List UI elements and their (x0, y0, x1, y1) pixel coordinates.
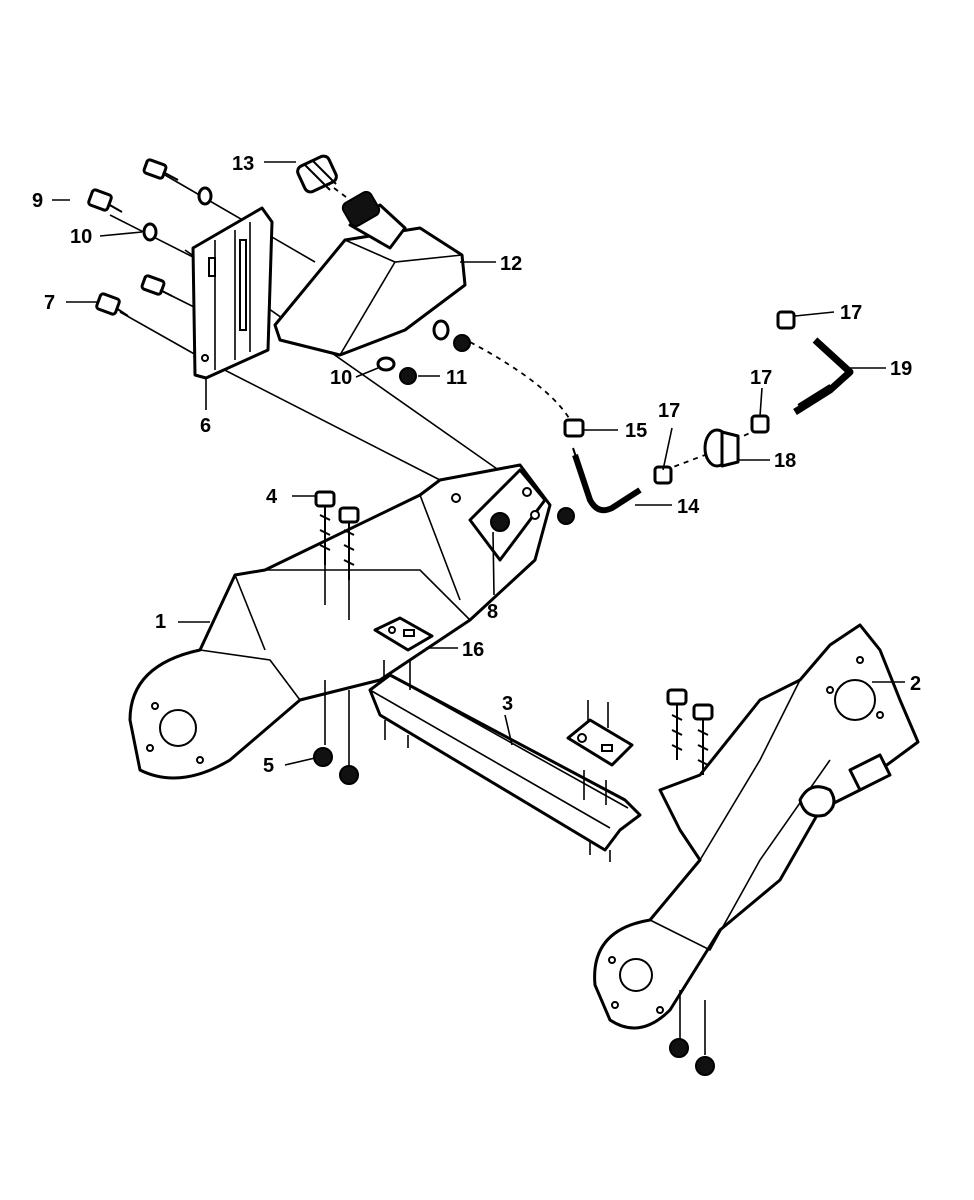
part-11-nut (399, 367, 417, 385)
part-16-plate (373, 616, 434, 652)
part-1-left-frame (128, 463, 552, 780)
part-17-nut-b (750, 414, 770, 434)
callout-13: 13 (232, 153, 254, 175)
callout-19: 19 (890, 358, 912, 380)
callout-18: 18 (774, 450, 796, 472)
callout-15: 15 (625, 420, 647, 442)
washer-top (197, 186, 213, 206)
part-5-nuts (313, 680, 359, 785)
callout-17a: 17 (658, 400, 680, 422)
callout-6: 6 (200, 415, 211, 437)
part-4-bolts (314, 490, 360, 620)
callout-3: 3 (502, 693, 513, 715)
callout-17c: 17 (840, 302, 862, 324)
callout-10b: 10 (330, 367, 352, 389)
callout-16: 16 (462, 639, 484, 661)
part-18-fuel-valve (703, 428, 740, 468)
callout-10a: 10 (70, 226, 92, 248)
part-12-fuel-tank (273, 190, 467, 357)
callout-1: 1 (155, 611, 166, 633)
channel-plate (566, 700, 634, 805)
part-10-washer (142, 222, 158, 242)
part-3-cross-channel (368, 660, 642, 862)
callout-5: 5 (263, 755, 274, 777)
callout-7: 7 (44, 292, 55, 314)
part-9-bolt (87, 188, 123, 213)
callout-11: 11 (446, 367, 467, 389)
callout-12: 12 (500, 253, 522, 275)
callout-8: 8 (487, 601, 498, 623)
part-8-nut (490, 507, 575, 532)
callout-17b: 17 (750, 367, 772, 389)
right-frame-bolts (666, 688, 715, 1076)
bolt-middle (140, 274, 173, 297)
part-2-right-frame (593, 623, 920, 1030)
callout-2: 2 (910, 673, 921, 695)
part-13-fuel-cap (296, 154, 338, 194)
callout-labels: 1 2 3 4 5 6 7 8 9 10 10 11 12 13 14 15 1… (32, 153, 921, 777)
bolt-top (142, 158, 179, 181)
part-17-nut-c (776, 310, 796, 330)
part-15-nut (563, 418, 585, 438)
part-19-fuel-pipe (793, 337, 854, 415)
callout-4: 4 (266, 486, 278, 508)
callout-9: 9 (32, 190, 43, 212)
tank-nut-washer (432, 319, 471, 352)
part-7-bolt (95, 292, 129, 317)
callout-14: 14 (677, 496, 700, 518)
callout-leaders (52, 161, 905, 766)
part-14-fuel-line (572, 447, 642, 514)
part-10-washer-lower (376, 356, 396, 372)
part-6-mounting-bracket (191, 206, 274, 380)
